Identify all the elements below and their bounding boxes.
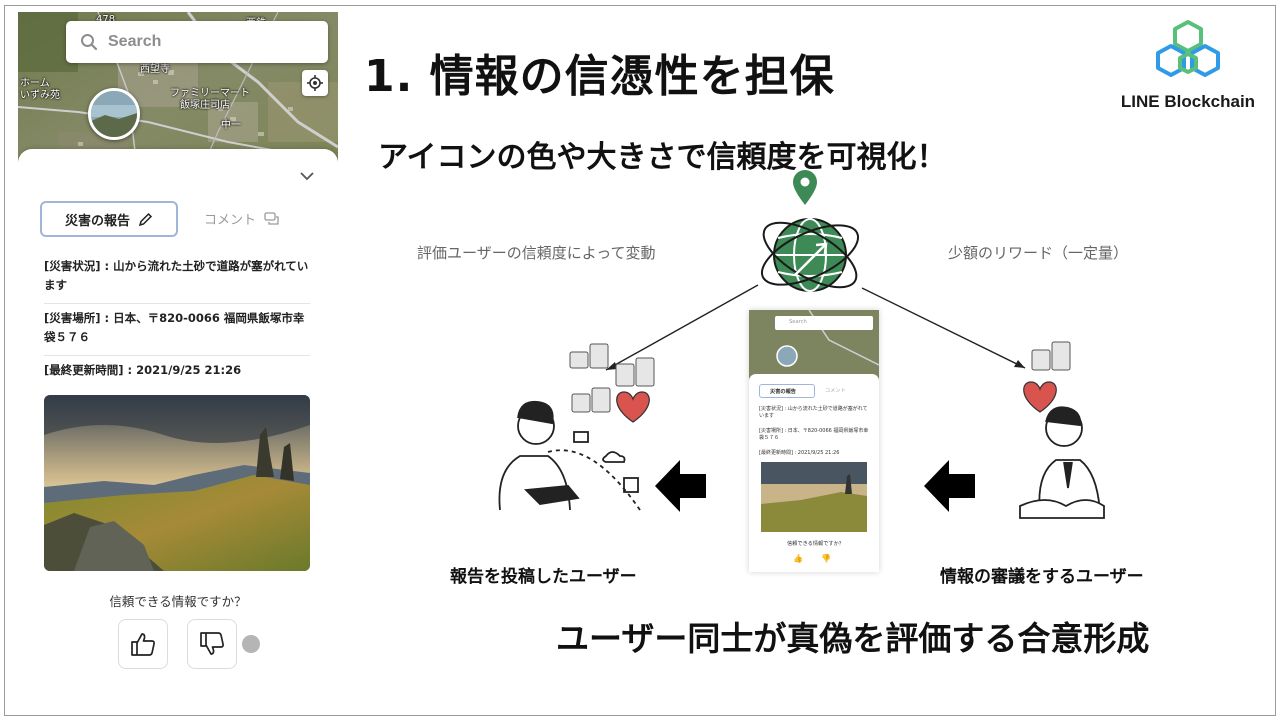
tab-comment[interactable]: コメント — [204, 209, 280, 228]
mini-tab-comment-label: コメント — [825, 388, 846, 394]
search-icon — [81, 34, 98, 51]
bottom-caption: ユーザー同士が真偽を評価する合意形成 — [556, 619, 1150, 658]
heart-icon — [1023, 381, 1057, 413]
search-input[interactable]: Search — [66, 21, 328, 63]
app-screenshot: 478 西鉄 西望寺 ホーム いずみ苑 ファミリーマート 飯塚庄司店 中一 Se… — [18, 12, 338, 702]
report-updated: [最終更新時間] : 2021/9/25 21:26 — [44, 363, 242, 377]
tab-report-label: 災害の報告 — [64, 213, 130, 229]
subtitle: アイコンの色や大きさで信頼度を可視化！ — [378, 140, 947, 175]
map-label: 478 — [96, 14, 116, 25]
slide-title: 1. 情報の信憑性を担保 — [364, 51, 835, 102]
map-label: ホーム — [20, 78, 50, 89]
mini-report-status: [災害状況] : 山から流れた土砂で道路が塞がれています — [759, 406, 868, 419]
mini-search-placeholder: Search — [789, 319, 807, 325]
marker-thumbnail — [91, 91, 137, 137]
status-dot — [242, 635, 260, 653]
chevron-down-icon[interactable] — [299, 171, 315, 181]
mini-app-screenshot: Search 災害の報告 コメント [災害状況] : 山から流れた土砂で道路が塞… — [749, 310, 879, 572]
mini-tab-report-label: 災害の報告 — [770, 389, 796, 395]
map-label: いずみ苑 — [20, 90, 60, 101]
report-sheet: 災害の報告 コメント [災害状況] : 山から流れた土砂で道路が塞がれています … — [18, 149, 338, 702]
map-label: ファミリーマート — [170, 88, 250, 99]
arrow-left-icon — [924, 460, 975, 512]
thumbs-down-button[interactable] — [187, 619, 237, 669]
left-note: 評価ユーザーの信頼度によって変動 — [417, 244, 656, 262]
mini-thumbs-down-icon: 👎 — [821, 554, 831, 563]
map-label: 飯塚庄司店 — [180, 100, 230, 111]
mini-trust-question: 信頼できる情報ですか？ — [787, 541, 844, 547]
comment-icon — [264, 211, 279, 225]
photo-marker[interactable] — [88, 88, 140, 140]
arrow-left-icon — [655, 460, 706, 512]
map-label: 西望寺 — [140, 64, 170, 75]
map-label: 中一 — [221, 120, 241, 131]
mini-search-input: Search — [775, 316, 873, 330]
map-pin-icon — [793, 170, 817, 205]
mini-report-updated: [最終更新時間] : 2021/9/25 21:26 — [759, 450, 840, 456]
blockchain-cube-icon — [1156, 20, 1220, 77]
line-blockchain-logo: LINE Blockchain — [1108, 16, 1268, 116]
poster-label: 報告を投稿したユーザー — [450, 567, 637, 587]
thumbs-down-icon — [200, 632, 224, 655]
right-note: 少額のリワード（一定量） — [948, 244, 1129, 262]
thumbs-up-button[interactable] — [118, 619, 168, 669]
posting-user-illustration — [498, 400, 641, 511]
report-photo — [44, 395, 310, 571]
report-location: [災害場所] : 日本、〒820-0066 福岡県飯塚市幸袋５７６ — [44, 304, 310, 356]
pencil-icon — [138, 212, 153, 226]
mini-tab-report: 災害の報告 — [759, 384, 815, 398]
mini-report-sheet: 災害の報告 コメント [災害状況] : 山から流れた土砂で道路が塞がれています … — [749, 374, 879, 572]
mini-thumbs-up-icon: 👍 — [793, 554, 803, 563]
landscape-image — [44, 395, 310, 571]
globe-icon — [760, 218, 860, 292]
reviewer-label: 情報の審議をするユーザー — [940, 567, 1144, 587]
crosshair-icon — [307, 75, 323, 91]
search-placeholder: Search — [108, 33, 162, 50]
heart-icon — [616, 391, 650, 423]
tab-comment-label: コメント — [204, 213, 257, 228]
mini-landscape-image — [761, 462, 867, 532]
thumbs-up-icon — [131, 633, 155, 656]
report-status: [災害状況] : 山から流れた土砂で道路が塞がれています — [44, 252, 310, 304]
coin-stack-icon — [569, 341, 1071, 413]
report-details: [災害状況] : 山から流れた土砂で道路が塞がれています [災害場所] : 日本… — [44, 252, 310, 388]
reviewing-user-illustration — [1019, 406, 1105, 519]
logo-text: LINE Blockchain — [1120, 92, 1256, 111]
tab-report[interactable]: 災害の報告 — [40, 201, 178, 237]
mini-report-location: [災害場所] : 日本、〒820-0066 福岡県飯塚市幸袋５７６ — [759, 428, 869, 441]
trust-question: 信頼できる情報ですか？ — [109, 594, 247, 609]
locate-button[interactable] — [302, 70, 328, 96]
